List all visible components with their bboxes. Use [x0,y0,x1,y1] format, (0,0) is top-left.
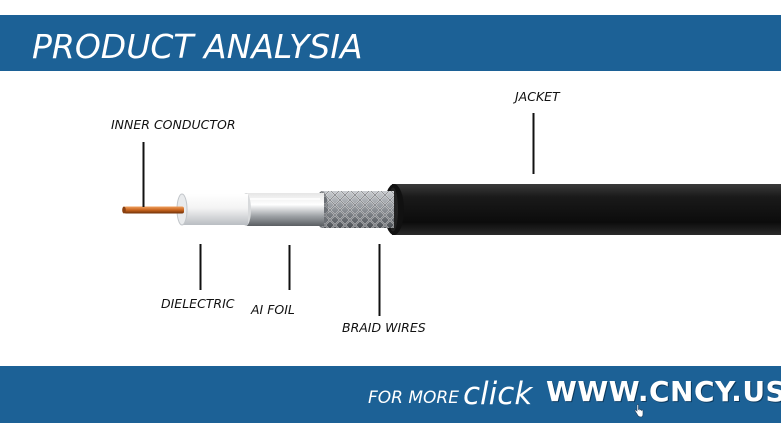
header-banner: PRODUCT ANALYSIA [0,15,781,71]
footer-more-text: FOR MORE [368,388,459,408]
jacket-label: JACKET [515,89,560,104]
jacket-layer [384,184,781,235]
foil-layer [241,193,324,226]
footer-banner: FOR MORE click WWW.CNCY.US [0,366,781,423]
page-title: PRODUCT ANALYSIA [32,27,363,66]
braid-wires-label: BRAID WIRES [342,320,426,335]
inner-conductor-wire [122,206,184,214]
inner-conductor-label: INNER CONDUCTOR [111,117,236,132]
hand-pointer-icon [634,404,644,418]
dielectric-layer [176,193,248,226]
footer-click-text: click [463,376,533,412]
foil-label: AI FOIL [251,302,295,317]
dielectric-label: DIELECTRIC [161,296,235,311]
braid-layer [316,191,394,228]
website-link[interactable]: WWW.CNCY.US [546,375,781,408]
